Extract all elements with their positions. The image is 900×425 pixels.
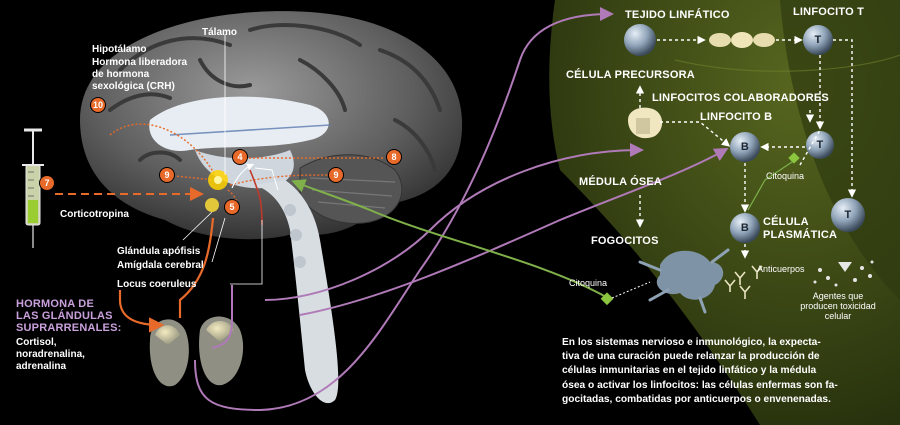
label-noradrenalina: noradrenalina, — [16, 349, 85, 360]
label-glandula: Glándula apófisis — [117, 246, 201, 257]
label-celula-precursora: CÉLULA PRECURSORA — [566, 69, 695, 81]
label-celula-plasmatica-2: PLASMÁTICA — [763, 229, 838, 241]
cell-letter-t-killer: T — [844, 209, 852, 221]
paragraph-line: ósea o activar los linfocitos: las célul… — [562, 379, 838, 391]
precursor-cell — [628, 107, 663, 139]
cell-letter-b: B — [740, 141, 750, 153]
paragraph-line: En los sistemas nervioso e inmunológico,… — [562, 337, 821, 348]
adrenal-glands — [149, 316, 244, 387]
cell-letter-t-mid: T — [816, 139, 824, 151]
lymph-tissue-cell — [624, 24, 656, 56]
label-crh-line3: sexológica (CRH) — [92, 81, 175, 92]
lymph-tissue-chain — [709, 32, 775, 48]
b-cell — [730, 132, 760, 162]
marker-4: 4 — [233, 150, 247, 164]
label-hormona-line2: LAS GLÁNDULAS — [16, 310, 113, 322]
label-amigdala: Amígdala cerebral — [117, 260, 204, 271]
explanatory-paragraph: En los sistemas nervioso e inmunológico,… — [562, 336, 892, 407]
phagocyte-cell — [638, 248, 730, 314]
label-linfocito-b: LINFOCITO B — [700, 111, 773, 123]
label-locus: Locus coeruleus — [117, 279, 197, 290]
label-adrenalina: adrenalina — [16, 361, 67, 372]
label-citoquina-bottom: Citoquina — [569, 278, 608, 288]
label-hormona-line3: SUPRARRENALES: — [16, 322, 122, 334]
marker-9-right: 9 — [329, 168, 343, 182]
label-talamo: Tálamo — [202, 27, 238, 38]
immune-panel-fold — [780, 0, 900, 300]
brain-illustration — [80, 11, 463, 404]
marker-7: 7 — [40, 176, 54, 190]
label-hormona-line1: HORMONA DE — [16, 298, 94, 310]
marker-5: 5 — [225, 200, 239, 214]
label-tejido-linfatico: TEJIDO LINFÁTICO — [625, 9, 730, 21]
t-cell-mid — [806, 131, 834, 159]
label-citoquina-top: Citoquina — [766, 171, 805, 181]
marker-10: 10 — [91, 98, 105, 112]
syringe-illustration — [22, 128, 44, 248]
label-anticuerpos: Anticuerpos — [757, 264, 805, 274]
label-agentes-3: celular — [824, 311, 852, 321]
cell-letter-t-top: T — [814, 34, 822, 46]
label-crh-line2: de hormona — [92, 69, 150, 80]
paragraph-line: gocitadas, combatidas por anticuerpos o … — [562, 393, 831, 405]
label-agentes-1: Agentes que — [812, 291, 864, 301]
label-medula-osea: MÉDULA ÓSEA — [579, 176, 663, 188]
label-hipotalamo: Hipotálamo — [92, 44, 147, 55]
antibodies — [724, 265, 763, 299]
toxic-agents — [813, 260, 874, 287]
label-fogocitos: FOGOCITOS — [591, 235, 659, 247]
label-celula-plasmatica-1: CÉLULA — [763, 216, 809, 228]
paragraph-line: células inmunitarias en el tejido linfát… — [562, 365, 817, 377]
label-crh-line1: Hormona liberadora — [92, 57, 188, 68]
label-cortisol: Cortisol, — [16, 337, 57, 348]
cell-letter-b-plasma: B — [740, 222, 750, 234]
t-cell-top — [803, 25, 833, 55]
label-linfocito-t: LINFOCITO T — [793, 6, 865, 18]
marker-9-left: 9 — [160, 168, 174, 182]
label-agentes-2: producen toxicidad — [800, 301, 876, 311]
marker-8: 8 — [387, 150, 401, 164]
plasma-cell — [730, 213, 760, 243]
label-linfocitos-colaboradores: LINFOCITOS COLABORADORES — [652, 92, 829, 104]
label-corticotropina: Corticotropina — [60, 209, 129, 220]
t-cell-killer — [831, 198, 865, 232]
hypothalamus-glow — [205, 170, 228, 212]
paragraph-line: tiva de una curación puede relanzar la p… — [562, 351, 820, 363]
